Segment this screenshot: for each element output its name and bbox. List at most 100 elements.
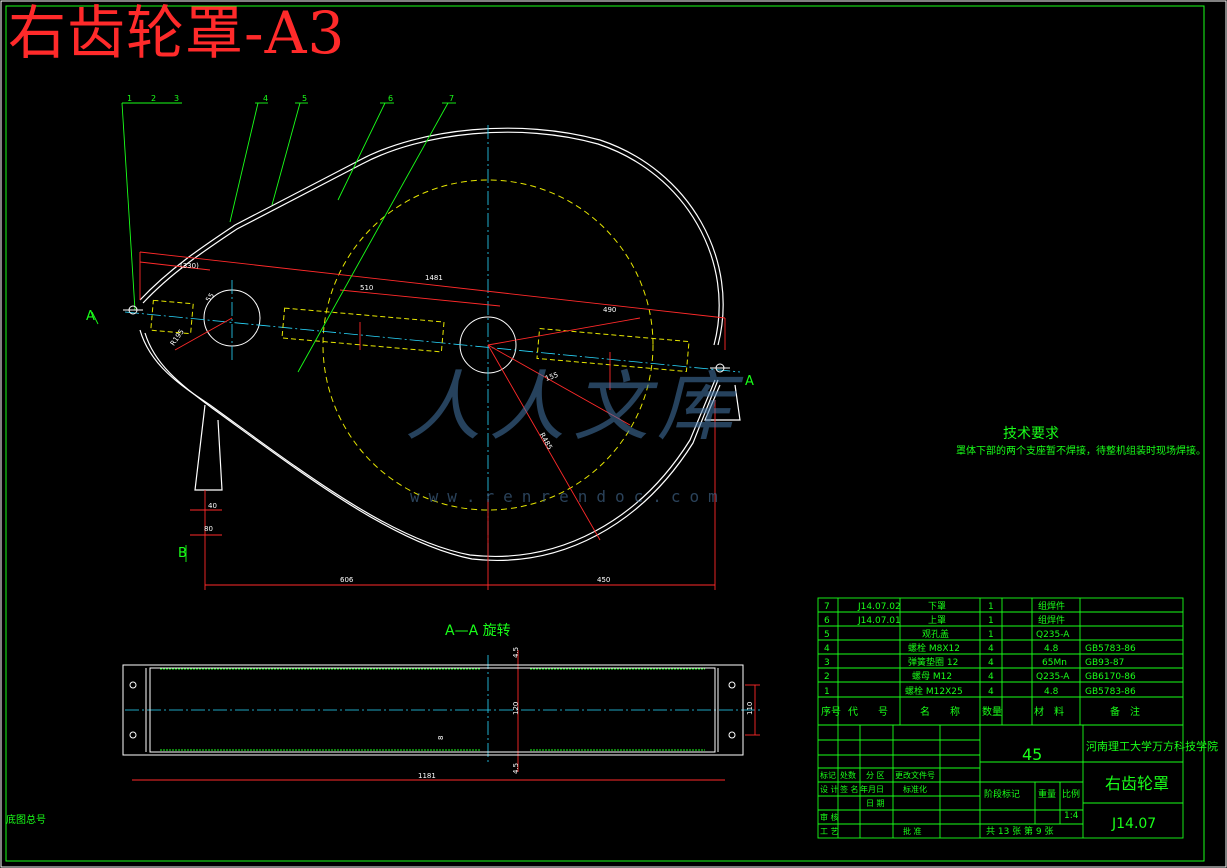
bom-seq-4: 4 xyxy=(824,644,830,654)
bom-name-1: 螺栓 M12X25 xyxy=(905,685,963,697)
section-mark-a-right: A xyxy=(745,374,754,389)
bom-header-note: 备 注 xyxy=(1110,705,1140,718)
dim-606: 606 xyxy=(340,576,354,584)
tb-label-mark: 标记 xyxy=(820,770,836,780)
watermark-url: www.renrendoc.com xyxy=(410,487,727,506)
bom-qty-3: 4 xyxy=(988,658,994,668)
corner-label: 底图总号 xyxy=(6,815,46,826)
tb-label-sign: 签 名 xyxy=(840,784,859,794)
tb-label-ymd: 年月日 xyxy=(860,784,884,794)
dim-r195: R195 xyxy=(169,328,186,348)
tb-label-approve: 批 准 xyxy=(903,826,922,836)
bom-seq-2: 2 xyxy=(824,672,830,682)
bom-name-7: 下罩 xyxy=(928,601,946,612)
tb-weight: 重量 xyxy=(1038,788,1056,800)
drawing-title: 右齿轮罩-A3 xyxy=(8,0,346,67)
bom-qty-6: 1 xyxy=(988,616,994,626)
title-block-texts: 标记 处数 分 区 更改文件号 设 计 标准化 审 核 工 艺 批 准 日 期 … xyxy=(820,770,935,836)
sec-dim-110: 110 xyxy=(746,702,754,715)
sec-dim-45b: 4.5 xyxy=(512,763,520,774)
inner-frame xyxy=(5,5,1205,862)
bom-seq-5: 5 xyxy=(824,630,830,640)
bom-name-4: 螺栓 M8X12 xyxy=(908,642,960,654)
tb-material: 45 xyxy=(1022,745,1042,764)
bom-mat-7: 组焊件 xyxy=(1038,600,1065,612)
bom-seq-7: 7 xyxy=(824,602,830,612)
dim-330: (330) xyxy=(180,262,199,270)
bom-table: 7 J14.07.02 下罩 1 组焊件 6 J14.07.01 上罩 1 组焊… xyxy=(821,600,1140,718)
watermark-brand: 人人文库 xyxy=(405,362,741,451)
bom-header-seq: 序号 xyxy=(821,705,841,718)
bom-header-qty: 数量 xyxy=(982,705,1002,718)
bom-mat-5: Q235-A xyxy=(1036,630,1070,640)
bom-mat-3: 65Mn xyxy=(1042,658,1067,668)
bom-qty-1: 4 xyxy=(988,687,994,697)
dim-55: 55 xyxy=(204,292,216,304)
section-mark-a-left: A xyxy=(86,309,95,324)
bom-qty-7: 1 xyxy=(988,602,994,612)
bom-name-5: 观孔盖 xyxy=(922,628,949,640)
tech-requirements-title: 技术要求 xyxy=(1003,426,1059,442)
dim-490: 490 xyxy=(603,306,616,314)
bom-code-6: J14.07.01 xyxy=(857,616,901,626)
bom-name-2: 螺母 M12 xyxy=(912,671,952,682)
tb-school: 河南理工大学万方科技学院 xyxy=(1086,739,1218,753)
tb-scale-label: 比例 xyxy=(1062,788,1080,800)
section-marks: A A B xyxy=(86,309,754,561)
tb-scale: 1:4 xyxy=(1064,811,1079,821)
section-view-title: A—A 旋转 xyxy=(445,623,511,639)
title-block-main: 45 河南理工大学万方科技学院 右齿轮罩 J14.07 阶段标记 重量 比例 1… xyxy=(984,739,1218,837)
title-block-grid xyxy=(817,597,1184,839)
bom-note-4: GB5783-86 xyxy=(1085,644,1136,654)
balloon-1: 1 xyxy=(127,94,132,103)
bom-mat-4: 4.8 xyxy=(1044,644,1059,654)
tb-label-design: 设 计 xyxy=(820,784,839,794)
dim-450: 450 xyxy=(597,576,610,584)
tb-stage: 阶段标记 xyxy=(984,788,1020,800)
cover-outline xyxy=(139,127,741,561)
pitch-circle xyxy=(322,179,654,511)
section-weld-marks xyxy=(160,668,705,751)
bom-qty-5: 1 xyxy=(988,630,994,640)
bom-name-3: 弹簧垫圈 12 xyxy=(908,656,958,668)
balloon-5: 5 xyxy=(302,94,307,103)
bom-mat-6: 组焊件 xyxy=(1038,614,1065,626)
section-view xyxy=(122,664,744,756)
tb-part-name: 右齿轮罩 xyxy=(1105,774,1169,793)
tech-requirements-text: 罩体下部的两个支座暂不焊接，待整机组装时现场焊接。 xyxy=(956,446,1206,457)
tb-label-review: 审 核 xyxy=(820,812,839,822)
dimension-texts: (330) 1481 510 490 R195 R485 55 155 40 8… xyxy=(169,262,754,780)
tb-label-change: 更改文件号 xyxy=(895,770,935,780)
tb-label-zone: 分 区 xyxy=(866,771,885,780)
dim-80: 80 xyxy=(204,525,213,533)
leader-lines xyxy=(91,102,456,562)
sec-dim-1181: 1181 xyxy=(418,772,436,780)
sec-dim-120: 120 xyxy=(512,702,520,715)
bom-mat-2: Q235-A xyxy=(1036,672,1070,682)
bom-header-code: 代 号 xyxy=(848,706,888,718)
bom-seq-6: 6 xyxy=(824,616,830,626)
tb-label-process: 工 艺 xyxy=(820,827,839,836)
bom-qty-4: 4 xyxy=(988,644,994,654)
balloon-7: 7 xyxy=(449,94,454,103)
bom-seq-1: 1 xyxy=(824,687,830,697)
tb-drawing-no: J14.07 xyxy=(1111,816,1156,832)
tb-sheets: 共 13 张 第 9 张 xyxy=(986,825,1053,837)
fasteners xyxy=(123,305,730,373)
bom-note-3: GB93-87 xyxy=(1085,658,1124,668)
tb-label-standard: 标准化 xyxy=(903,784,927,794)
balloon-numbers: 1 2 3 4 5 6 7 xyxy=(127,94,454,103)
section-mark-b: B xyxy=(178,546,187,561)
balloon-4: 4 xyxy=(263,94,268,103)
hidden-features xyxy=(150,299,690,373)
bom-qty-2: 4 xyxy=(988,672,994,682)
tb-label-date: 日 期 xyxy=(866,799,885,808)
dimension-lines xyxy=(132,251,760,781)
dim-1481: 1481 xyxy=(425,274,443,282)
dim-510: 510 xyxy=(360,284,373,292)
bom-header-name: 名 称 xyxy=(920,705,960,718)
balloon-3: 3 xyxy=(174,94,179,103)
sec-dim-8: 8 xyxy=(437,736,445,740)
